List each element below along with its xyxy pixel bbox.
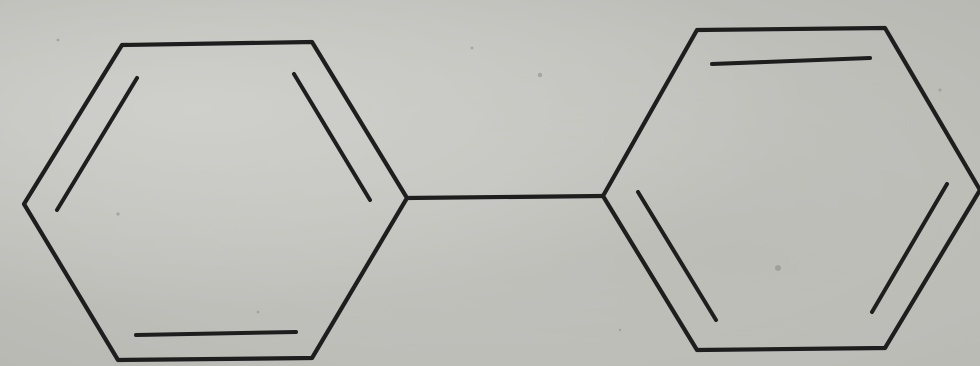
left-ring-double-bond-upper-right [292, 72, 372, 202]
right-ring-outline [600, 25, 980, 353]
biphenyl-linking-bond [404, 193, 606, 201]
paper-texture [56, 38, 942, 332]
right-benzene-ring [600, 25, 980, 353]
right-ring-double-bond-lower-right [870, 182, 949, 314]
left-ring-outline [21, 39, 410, 363]
right-ring-double-bond-top [710, 56, 872, 66]
left-benzene-ring [21, 39, 410, 363]
right-ring-double-bond-lower-left [636, 190, 718, 322]
left-ring-double-bond-upper-left [55, 76, 139, 212]
left-ring-double-bond-bottom [134, 330, 298, 337]
